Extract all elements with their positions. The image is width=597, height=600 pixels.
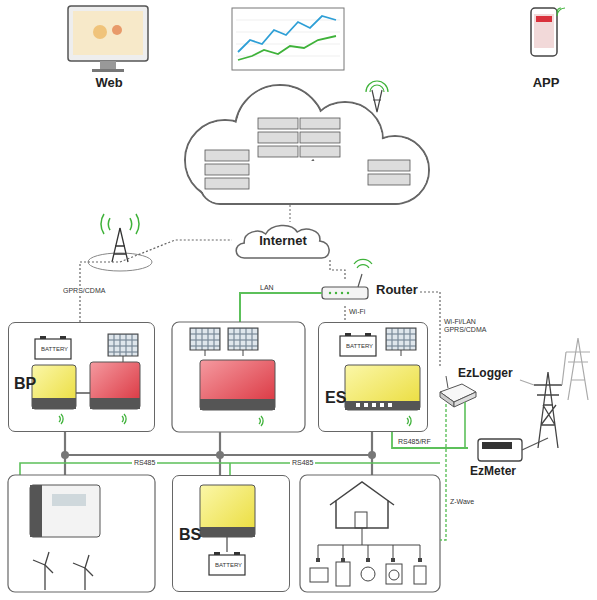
monitor-node: Web <box>58 4 160 92</box>
text-label: RS485 <box>132 459 157 467</box>
node-label: APP <box>515 75 577 90</box>
text-label: BATTERY <box>346 343 373 350</box>
text-label: RS485 <box>290 459 315 467</box>
node-label: Router <box>376 282 418 297</box>
cloud-node: Internet <box>232 222 334 260</box>
logger-node: EzLogger <box>436 366 518 410</box>
node-label: ES <box>325 389 346 407</box>
inverter-panel: BP <box>8 322 155 432</box>
meter-node: EzMeter <box>468 436 532 482</box>
node-label: EzLogger <box>458 366 513 380</box>
node-label: Internet <box>232 233 334 248</box>
text-label: BATTERY <box>41 346 68 353</box>
inverter-panel: BS <box>172 475 290 592</box>
connector <box>330 260 345 280</box>
connector <box>344 306 345 322</box>
text-label: LAN <box>258 284 276 292</box>
node-label: BS <box>179 526 201 544</box>
edge-label: Wi-Fi/LAN GPRS/CDMA <box>444 318 492 333</box>
edge-label: GPRS/CDMA <box>61 287 107 295</box>
text-label: BATTERY <box>215 562 242 569</box>
text-label: Z-Wave <box>450 498 474 506</box>
edge-label: RS485/RF <box>398 438 431 446</box>
node-label: BP <box>14 375 36 393</box>
router-node: Router <box>320 280 420 306</box>
connector <box>80 240 232 322</box>
node-label: EzMeter <box>470 464 516 478</box>
inverter-panel: ES <box>318 322 428 432</box>
node-label: Web <box>58 75 160 90</box>
edge-label: Wi-Fi <box>349 308 365 316</box>
connector <box>420 292 440 366</box>
connector <box>392 432 468 448</box>
phone-node: APP <box>515 4 577 92</box>
